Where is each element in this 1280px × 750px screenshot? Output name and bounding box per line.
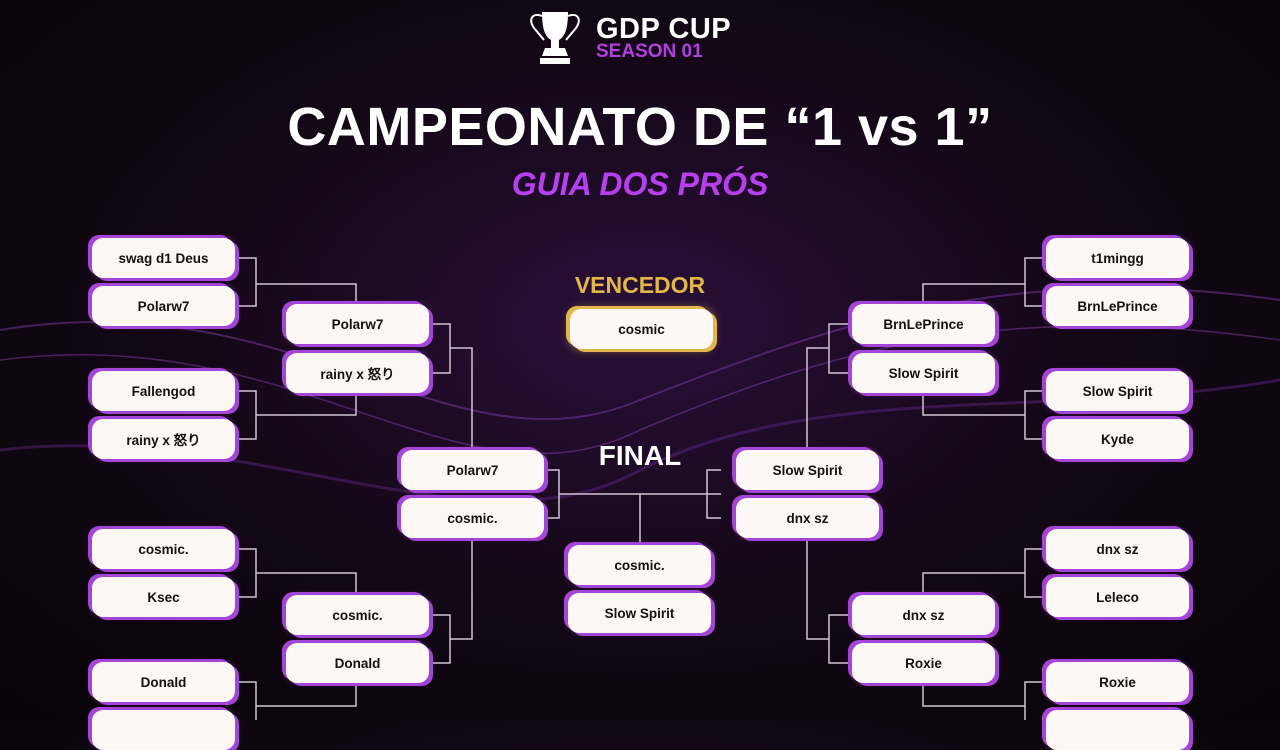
left-round2-slot: cosmic.: [286, 595, 429, 635]
left-round1-slot: Donald: [92, 662, 235, 702]
left-round2-slot: Donald: [286, 643, 429, 683]
left-round1-slot: swag d1 Deus: [92, 238, 235, 278]
right-semi-slot: Slow Spirit: [736, 450, 879, 490]
left-round1-slot: Ksec: [92, 577, 235, 617]
left-round2-slot: rainy x 怒り: [286, 353, 429, 393]
right-round2-slot: dnx sz: [852, 595, 995, 635]
right-semi-slot: dnx sz: [736, 498, 879, 538]
right-round1-slot: Leleco: [1046, 577, 1189, 617]
left-round2-slot: Polarw7: [286, 304, 429, 344]
left-round1-slot: cosmic.: [92, 529, 235, 569]
final-slot: cosmic.: [568, 545, 711, 585]
right-round1-slot: dnx sz: [1046, 529, 1189, 569]
right-round1-slot: t1mingg: [1046, 238, 1189, 278]
right-round1-slot: [1046, 710, 1189, 750]
right-round2-slot: Slow Spirit: [852, 353, 995, 393]
trophy-icon: [530, 12, 580, 64]
logo-title: GDP CUP: [596, 13, 732, 45]
right-round1-slot: Roxie: [1046, 662, 1189, 702]
page-title: CAMPEONATO DE “1 vs 1”: [287, 97, 993, 157]
left-semi-slot: Polarw7: [401, 450, 544, 490]
winner-slot: cosmic: [570, 309, 713, 349]
right-round1-slot: Slow Spirit: [1046, 371, 1189, 411]
page-subtitle: GUIA DOS PRÓS: [511, 166, 769, 202]
bracket-connectors: [236, 257, 1045, 720]
winner-label: VENCEDOR: [574, 272, 706, 298]
final-slot: Slow Spirit: [568, 593, 711, 633]
left-semi-slot: cosmic.: [401, 498, 544, 538]
logo-subtitle: SEASON 01: [596, 41, 703, 62]
right-round1-slot: BrnLePrince: [1046, 286, 1189, 326]
left-round1-slot: Polarw7: [92, 286, 235, 326]
cup-logo: GDP CUP SEASON 01: [528, 8, 731, 68]
left-round1-slot: Fallengod: [92, 371, 235, 411]
final-label: FINAL: [598, 440, 682, 471]
right-round2-slot: BrnLePrince: [852, 304, 995, 344]
left-round1-slot: [92, 710, 235, 750]
right-round2-slot: Roxie: [852, 643, 995, 683]
left-round1-slot: rainy x 怒り: [92, 419, 235, 459]
right-round1-slot: Kyde: [1046, 419, 1189, 459]
